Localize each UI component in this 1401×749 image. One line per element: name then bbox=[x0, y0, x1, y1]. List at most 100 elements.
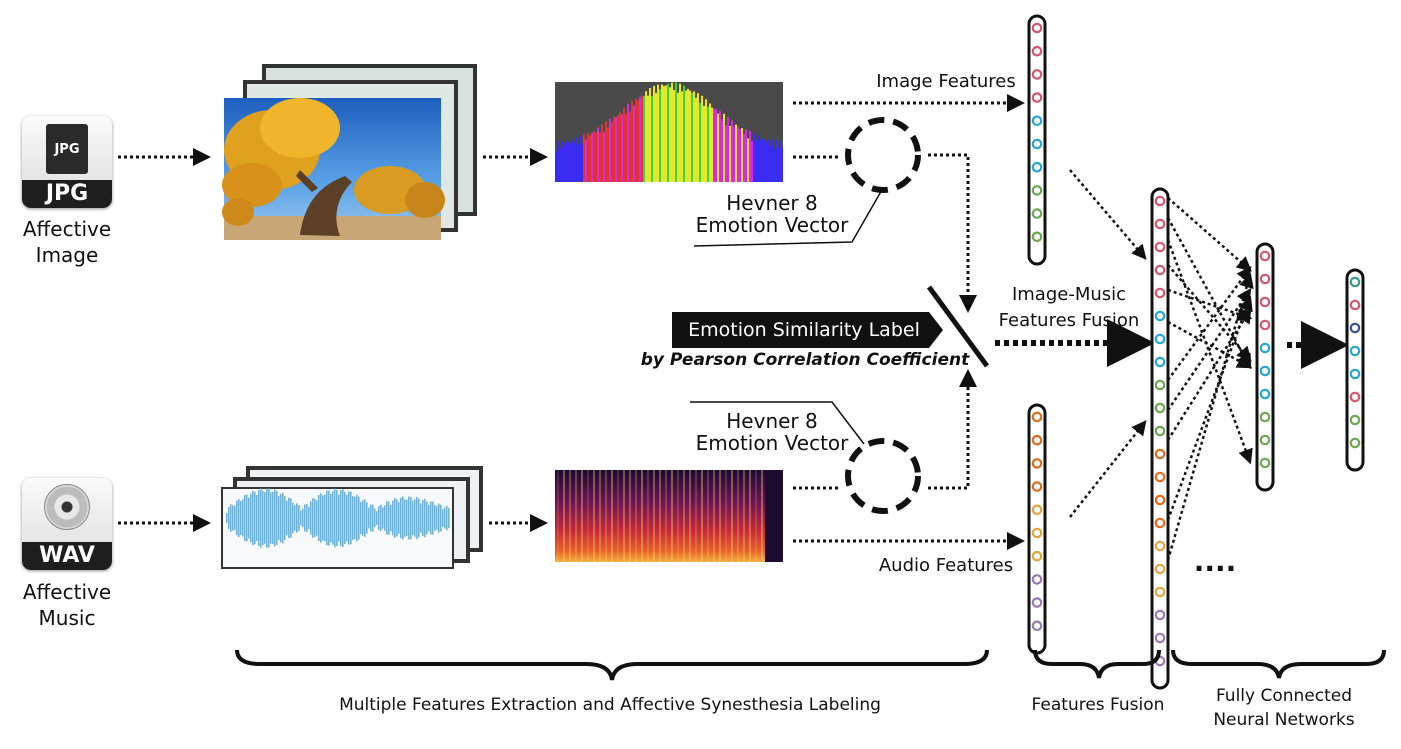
neuron-node bbox=[1154, 356, 1166, 368]
hevner-line: Hevner 8 bbox=[726, 191, 818, 215]
waveform-sample bbox=[304, 504, 306, 532]
waveform-sample bbox=[270, 492, 272, 544]
histogram-bar bbox=[579, 135, 581, 182]
spectrogram-column bbox=[641, 470, 643, 562]
waveform-sample bbox=[368, 507, 370, 529]
waveform-sample bbox=[356, 494, 358, 542]
neuron-node bbox=[1031, 550, 1043, 562]
histogram-bar bbox=[559, 148, 561, 182]
fusion-line: Features Fusion bbox=[998, 310, 1140, 331]
histogram-bar bbox=[655, 93, 657, 182]
spectrogram-column bbox=[611, 470, 613, 562]
spectrogram-column bbox=[635, 470, 637, 562]
caption-line: Music bbox=[38, 606, 96, 630]
waveform-sample bbox=[302, 508, 304, 528]
histogram-bar bbox=[557, 141, 559, 182]
histogram-bar bbox=[635, 98, 637, 182]
waveform-sample bbox=[376, 511, 378, 525]
waveform-sample bbox=[318, 495, 320, 541]
spectrogram-column bbox=[683, 470, 685, 562]
waveform-sample bbox=[402, 496, 404, 540]
histogram-bar bbox=[695, 97, 697, 182]
histogram-bar bbox=[581, 143, 583, 182]
spectrogram-column bbox=[695, 470, 697, 562]
waveform-sample bbox=[288, 497, 290, 539]
histogram-bar bbox=[659, 89, 661, 182]
neuron-node bbox=[1154, 333, 1166, 345]
jpg-file-icon: JPG JPG bbox=[22, 116, 112, 208]
spectrogram-column bbox=[755, 470, 757, 562]
spectrogram-column bbox=[569, 470, 571, 562]
neuron-node bbox=[1031, 92, 1043, 103]
waveform-sample bbox=[268, 488, 270, 548]
neuron-node bbox=[1031, 138, 1043, 150]
waveform-sample bbox=[330, 493, 332, 543]
hevner-top-leader bbox=[693, 187, 884, 247]
waveform-sample bbox=[346, 494, 348, 542]
neuron-node bbox=[1259, 365, 1271, 377]
waveform-sample bbox=[388, 501, 390, 535]
connection-link bbox=[1166, 217, 1252, 370]
hevner-line: Hevner 8 bbox=[726, 409, 818, 433]
neuron-node bbox=[1259, 342, 1271, 354]
connection-link bbox=[1167, 197, 1252, 272]
waveform-sample bbox=[408, 496, 410, 540]
neuron-node bbox=[1031, 231, 1043, 243]
histogram-bar bbox=[627, 103, 629, 182]
waveform-sample bbox=[244, 495, 246, 541]
spectrogram-tail bbox=[765, 470, 783, 562]
brace-extraction bbox=[235, 649, 989, 681]
histogram-bar bbox=[555, 151, 557, 182]
waveform-sample bbox=[320, 493, 322, 543]
histogram-bar bbox=[603, 132, 605, 182]
spectrogram-column bbox=[653, 470, 655, 562]
neuron-node bbox=[1259, 434, 1271, 446]
network-connections bbox=[1069, 169, 1254, 561]
histogram-bar bbox=[747, 138, 749, 182]
histogram-bar bbox=[567, 142, 569, 182]
histogram-bar bbox=[759, 139, 761, 182]
spectrogram-column bbox=[725, 470, 727, 562]
histogram-bar bbox=[753, 133, 755, 182]
waveform-sample bbox=[362, 500, 364, 536]
section-fc-label: Fully Connected Neural Networks bbox=[1188, 685, 1380, 731]
waveform-sample bbox=[310, 501, 312, 535]
affective-photo bbox=[222, 98, 445, 240]
histogram-bar bbox=[707, 106, 709, 182]
waveform-sample bbox=[430, 501, 432, 535]
waveform-sample bbox=[250, 493, 252, 543]
histogram-bar bbox=[679, 83, 681, 182]
waveform-sample bbox=[392, 500, 394, 536]
spectrogram-column bbox=[707, 470, 709, 562]
histogram-bar bbox=[733, 126, 735, 182]
spectrogram-column bbox=[629, 470, 631, 562]
histogram-bar bbox=[617, 115, 619, 182]
histogram-bar bbox=[777, 148, 779, 182]
connection-link bbox=[1166, 265, 1252, 381]
neuron-node bbox=[1031, 115, 1043, 127]
waveform-sample bbox=[434, 505, 436, 531]
histogram-bar bbox=[687, 88, 689, 182]
connection-link bbox=[1069, 420, 1147, 518]
waveform-sample bbox=[232, 505, 234, 531]
histogram-bar bbox=[597, 127, 599, 182]
spectrogram-column bbox=[593, 470, 595, 562]
waveform-sample bbox=[238, 499, 240, 537]
histogram-bar bbox=[601, 124, 603, 182]
neuron-node bbox=[1259, 296, 1271, 308]
histogram-bar bbox=[717, 113, 719, 182]
histogram-bar bbox=[639, 96, 641, 182]
neuron-node bbox=[1154, 402, 1166, 414]
waveform-sample bbox=[422, 499, 424, 537]
histogram-bar bbox=[763, 139, 765, 182]
histogram-bar bbox=[669, 87, 671, 182]
neuron-node bbox=[1154, 563, 1166, 575]
section-braces bbox=[235, 649, 1386, 681]
histogram-bar bbox=[677, 92, 679, 182]
histogram-bar bbox=[605, 121, 607, 182]
waveform-sample bbox=[248, 497, 250, 539]
histogram-bar bbox=[631, 100, 633, 182]
histogram-bar bbox=[565, 141, 567, 182]
waveform-sample bbox=[414, 499, 416, 537]
histogram-bar bbox=[583, 134, 585, 182]
